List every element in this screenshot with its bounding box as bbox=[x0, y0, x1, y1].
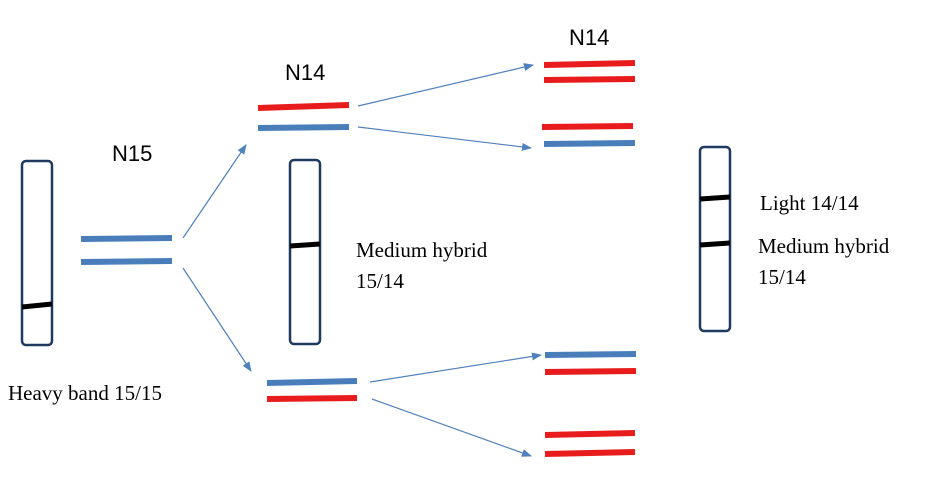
gen2-dna-d bbox=[544, 430, 636, 457]
arrow-parent-to-gen1-bottom bbox=[182, 267, 252, 372]
arrow-gen1top-to-gen2-b bbox=[357, 126, 532, 151]
centrifuge-tube-heavy bbox=[20, 159, 54, 347]
n14-gen2-label: N14 bbox=[569, 25, 609, 50]
gen2-dna-b bbox=[541, 123, 636, 147]
n15-label: N15 bbox=[112, 141, 152, 166]
medium-band bbox=[289, 241, 321, 249]
light-band bbox=[699, 194, 731, 202]
gen2-dna-a bbox=[543, 60, 636, 83]
gen2-a-strand-2 bbox=[543, 76, 636, 83]
arrow-gen1top-to-gen2-a bbox=[357, 63, 534, 107]
medium-band-tube3 bbox=[699, 240, 731, 248]
heavy-band-label: Heavy band 15/15 bbox=[8, 381, 162, 405]
medium-hybrid-label-line2: 15/14 bbox=[356, 269, 404, 293]
arrow-gen1bottom-to-gen2-c bbox=[369, 352, 542, 383]
gen2-c-strand-2 bbox=[544, 368, 637, 375]
gen2-c-strand-1 bbox=[544, 351, 637, 358]
medium-hybrid-2-label-line2: 15/14 bbox=[758, 265, 806, 289]
gen1-bottom-new-strand bbox=[266, 395, 358, 402]
gen1-top-old-strand bbox=[257, 124, 350, 131]
gen1-dna-top bbox=[257, 102, 350, 131]
n14-gen1-label: N14 bbox=[285, 60, 325, 85]
heavy-band bbox=[21, 301, 53, 310]
gen1-top-new-strand bbox=[257, 102, 350, 111]
centrifuge-tube-medium bbox=[288, 158, 322, 346]
gen2-a-strand-1 bbox=[543, 60, 636, 68]
gen2-d-strand-1 bbox=[544, 430, 636, 438]
gen1-bottom-old-strand bbox=[266, 378, 358, 386]
gen2-d-strand-2 bbox=[544, 449, 636, 457]
gen2-b-strand-2 bbox=[543, 140, 636, 147]
arrow-gen1bottom-to-gen2-d bbox=[371, 398, 532, 457]
centrifuge-tube-light-medium bbox=[698, 145, 732, 333]
parent-strand-bottom bbox=[80, 258, 173, 265]
light-label: Light 14/14 bbox=[760, 191, 859, 215]
gen1-dna-bottom bbox=[266, 378, 358, 402]
gen2-b-strand-1 bbox=[541, 123, 634, 130]
gen2-dna-c bbox=[544, 351, 637, 375]
medium-hybrid-label-line1: Medium hybrid bbox=[356, 238, 488, 262]
parent-strand-top bbox=[80, 235, 173, 242]
arrow-parent-to-gen1-top bbox=[182, 144, 247, 239]
medium-hybrid-2-label-line1: Medium hybrid bbox=[758, 234, 890, 258]
parent-dna-n15 bbox=[80, 235, 173, 265]
